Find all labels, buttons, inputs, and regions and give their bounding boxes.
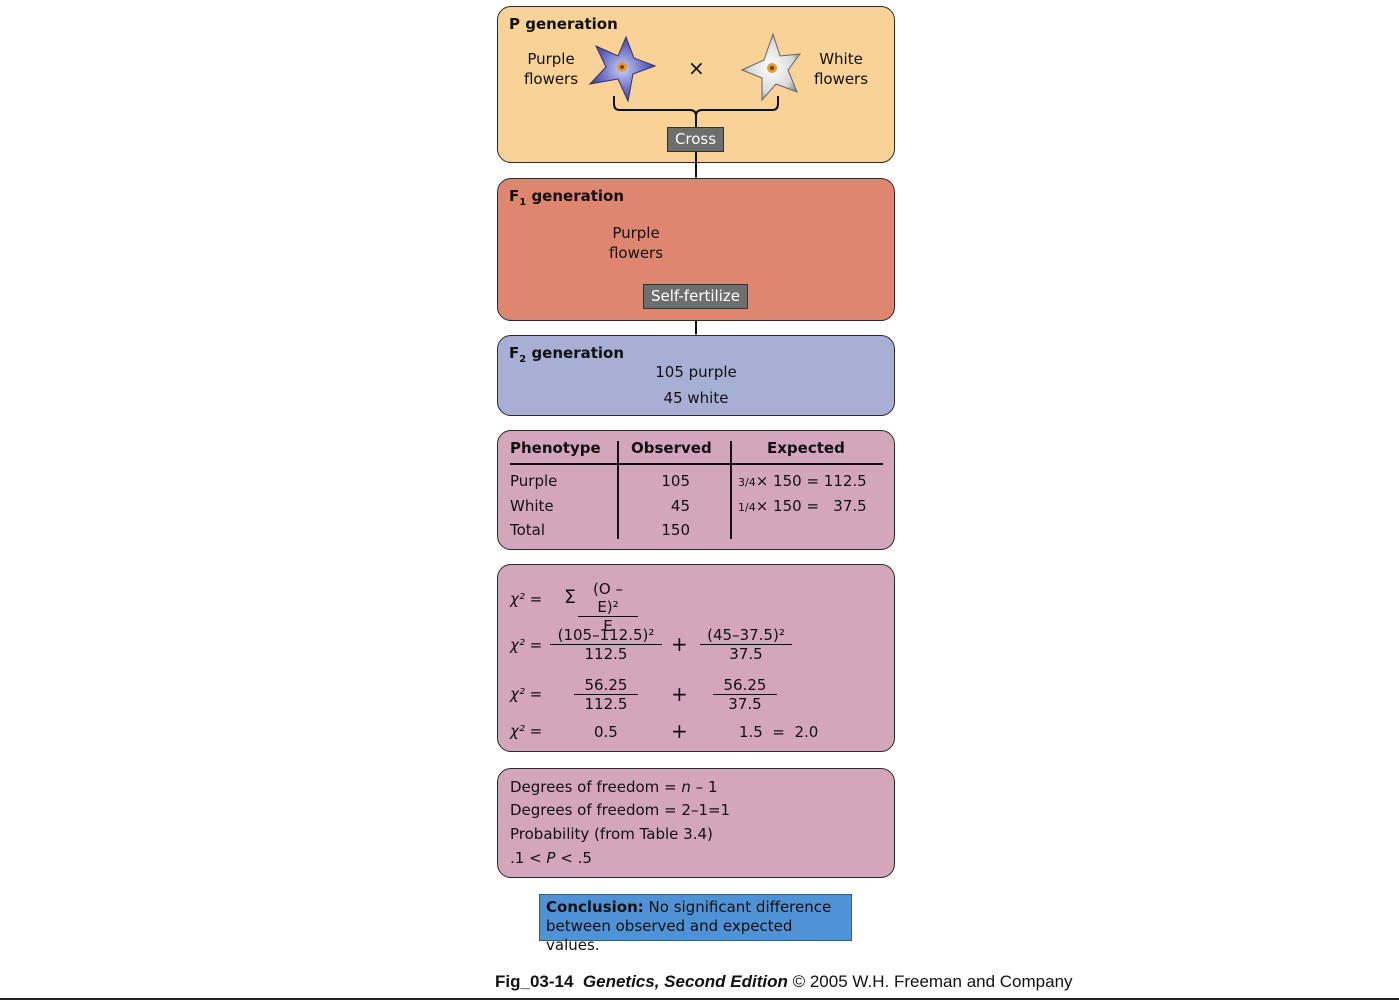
figure-id: Fig_03-14 bbox=[495, 972, 574, 991]
frac-three-quarters: 3/4 bbox=[738, 476, 756, 489]
frac-one-quarter: 1/4 bbox=[738, 501, 756, 514]
purple-expected-calc: × 150 = 112.5 bbox=[755, 472, 867, 490]
row3-num1: 56.25 bbox=[574, 676, 638, 695]
f1-title-suffix: generation bbox=[526, 187, 625, 205]
formula-numerator: (O – E)² bbox=[578, 580, 638, 617]
observed-expected-table bbox=[497, 430, 895, 550]
table-header-observed: Observed bbox=[631, 439, 712, 457]
conclusion-text-2: between observed and expected values. bbox=[546, 917, 793, 954]
row3-num2: 56.25 bbox=[713, 676, 777, 695]
df-line4-p: P bbox=[546, 849, 556, 867]
f2-title-suffix: generation bbox=[526, 344, 625, 362]
white-expected-calc: × 150 = 37.5 bbox=[755, 497, 867, 515]
f2-title-prefix: F bbox=[509, 344, 520, 362]
table-col-divider-2 bbox=[730, 441, 732, 539]
row3-fraction-2: 56.25 37.5 bbox=[713, 676, 777, 714]
df-line1-text: Degrees of freedom = bbox=[510, 778, 682, 796]
f1-flower-label-line2: flowers bbox=[608, 244, 664, 262]
conclusion-label: Conclusion: bbox=[546, 898, 644, 916]
f1-flower-label: Purple flowers bbox=[600, 223, 672, 263]
row4-value-1: 0.5 bbox=[594, 723, 618, 741]
row2-den1: 112.5 bbox=[584, 645, 628, 663]
cross-label-box: Cross bbox=[667, 127, 724, 152]
chi-label-3: χ² = bbox=[510, 685, 543, 703]
p-left-label-line2: flowers bbox=[523, 70, 579, 88]
table-row-purple-observed: 105 bbox=[661, 472, 690, 490]
row3-den1: 112.5 bbox=[584, 695, 628, 713]
f2-purple-count: 105 purple bbox=[655, 363, 737, 381]
f1-generation-title: F1 generation bbox=[509, 187, 624, 208]
degrees-of-freedom-panel bbox=[497, 768, 895, 878]
table-header-expected: Expected bbox=[767, 439, 845, 457]
f1-flower-label-line1: Purple bbox=[612, 224, 660, 242]
df-line-4: .1 < P < .5 bbox=[510, 849, 592, 867]
table-row-purple-phenotype: Purple bbox=[510, 472, 558, 490]
f2-white-count: 45 white bbox=[663, 389, 729, 407]
chi-label-1: χ² = bbox=[510, 590, 543, 608]
chi-square-panel bbox=[497, 564, 895, 752]
table-col-divider-1 bbox=[617, 441, 619, 539]
table-row-total-phenotype: Total bbox=[510, 521, 546, 539]
row4-value-2: 1.5 = 2.0 bbox=[739, 723, 819, 741]
df-line-3: Probability (from Table 3.4) bbox=[510, 825, 713, 843]
conclusion-line-1: Conclusion: No significant difference bbox=[546, 898, 845, 917]
f1-title-prefix: F bbox=[509, 187, 520, 205]
f2-title-sub: 2 bbox=[519, 354, 527, 365]
f2-generation-panel bbox=[497, 335, 895, 416]
p-right-label-line2: flowers bbox=[813, 70, 869, 88]
p-generation-title: P generation bbox=[509, 15, 618, 33]
p-right-label-line1: White bbox=[819, 50, 863, 68]
plus-sign-row4: + bbox=[671, 719, 688, 743]
row2-fraction-1: (105–112.5)² 112.5 bbox=[550, 626, 662, 664]
conclusion-box: Conclusion: No significant difference be… bbox=[539, 894, 852, 954]
p-right-label: White flowers bbox=[805, 49, 877, 89]
df-line1-minus: – 1 bbox=[690, 778, 718, 796]
df-line-2: Degrees of freedom = 2–1=1 bbox=[510, 801, 731, 819]
book-title: Genetics, Second Edition bbox=[582, 972, 788, 991]
f1-title-sub: 1 bbox=[519, 197, 527, 208]
table-row-white-observed: 45 bbox=[670, 497, 690, 515]
white-flower-icon bbox=[740, 32, 802, 102]
self-fertilize-box: Self-fertilize bbox=[643, 284, 748, 309]
df-line4-a: .1 < bbox=[510, 849, 547, 867]
conclusion-text-1: No significant difference bbox=[643, 898, 832, 916]
formula-fraction: (O – E)² E bbox=[578, 580, 638, 636]
row2-den2: 37.5 bbox=[729, 645, 763, 663]
row3-fraction-1: 56.25 112.5 bbox=[574, 676, 638, 714]
plus-sign-row2: + bbox=[671, 632, 688, 656]
table-header-phenotype: Phenotype bbox=[510, 439, 601, 457]
table-row-purple-expected: 3/4× 150 = 112.5 bbox=[738, 472, 867, 490]
sigma-symbol: Σ bbox=[564, 586, 577, 608]
chi-label-2: χ² = bbox=[510, 636, 543, 654]
row2-num2: (45–37.5)² bbox=[700, 626, 792, 645]
cross-symbol: × bbox=[688, 56, 705, 80]
copyright-text: © 2005 W.H. Freeman and Company bbox=[787, 972, 1073, 991]
p-left-label-line1: Purple bbox=[527, 50, 575, 68]
formula-denominator: E bbox=[603, 617, 613, 635]
row3-den2: 37.5 bbox=[728, 695, 762, 713]
table-row-white-phenotype: White bbox=[510, 497, 554, 515]
purple-flower-icon bbox=[588, 35, 657, 103]
table-row-white-expected: 1/4× 150 = 37.5 bbox=[738, 497, 867, 515]
df-line4-b: < .5 bbox=[555, 849, 592, 867]
df-line-1: Degrees of freedom = n – 1 bbox=[510, 778, 718, 796]
bottom-rule bbox=[0, 998, 1399, 1000]
chi-label-4: χ² = bbox=[510, 722, 543, 740]
p-left-label: Purple flowers bbox=[515, 49, 587, 89]
row2-num1: (105–112.5)² bbox=[550, 626, 662, 645]
plus-sign-row3: + bbox=[671, 682, 688, 706]
figure-caption: Fig_03-14 Genetics, Second Edition © 200… bbox=[495, 972, 1073, 992]
table-header-rule bbox=[510, 463, 883, 465]
f2-generation-title: F2 generation bbox=[509, 344, 624, 365]
df-line1-n: n bbox=[681, 778, 691, 796]
table-row-total-observed: 150 bbox=[661, 521, 690, 539]
row2-fraction-2: (45–37.5)² 37.5 bbox=[700, 626, 792, 664]
cross-brace bbox=[613, 96, 779, 127]
